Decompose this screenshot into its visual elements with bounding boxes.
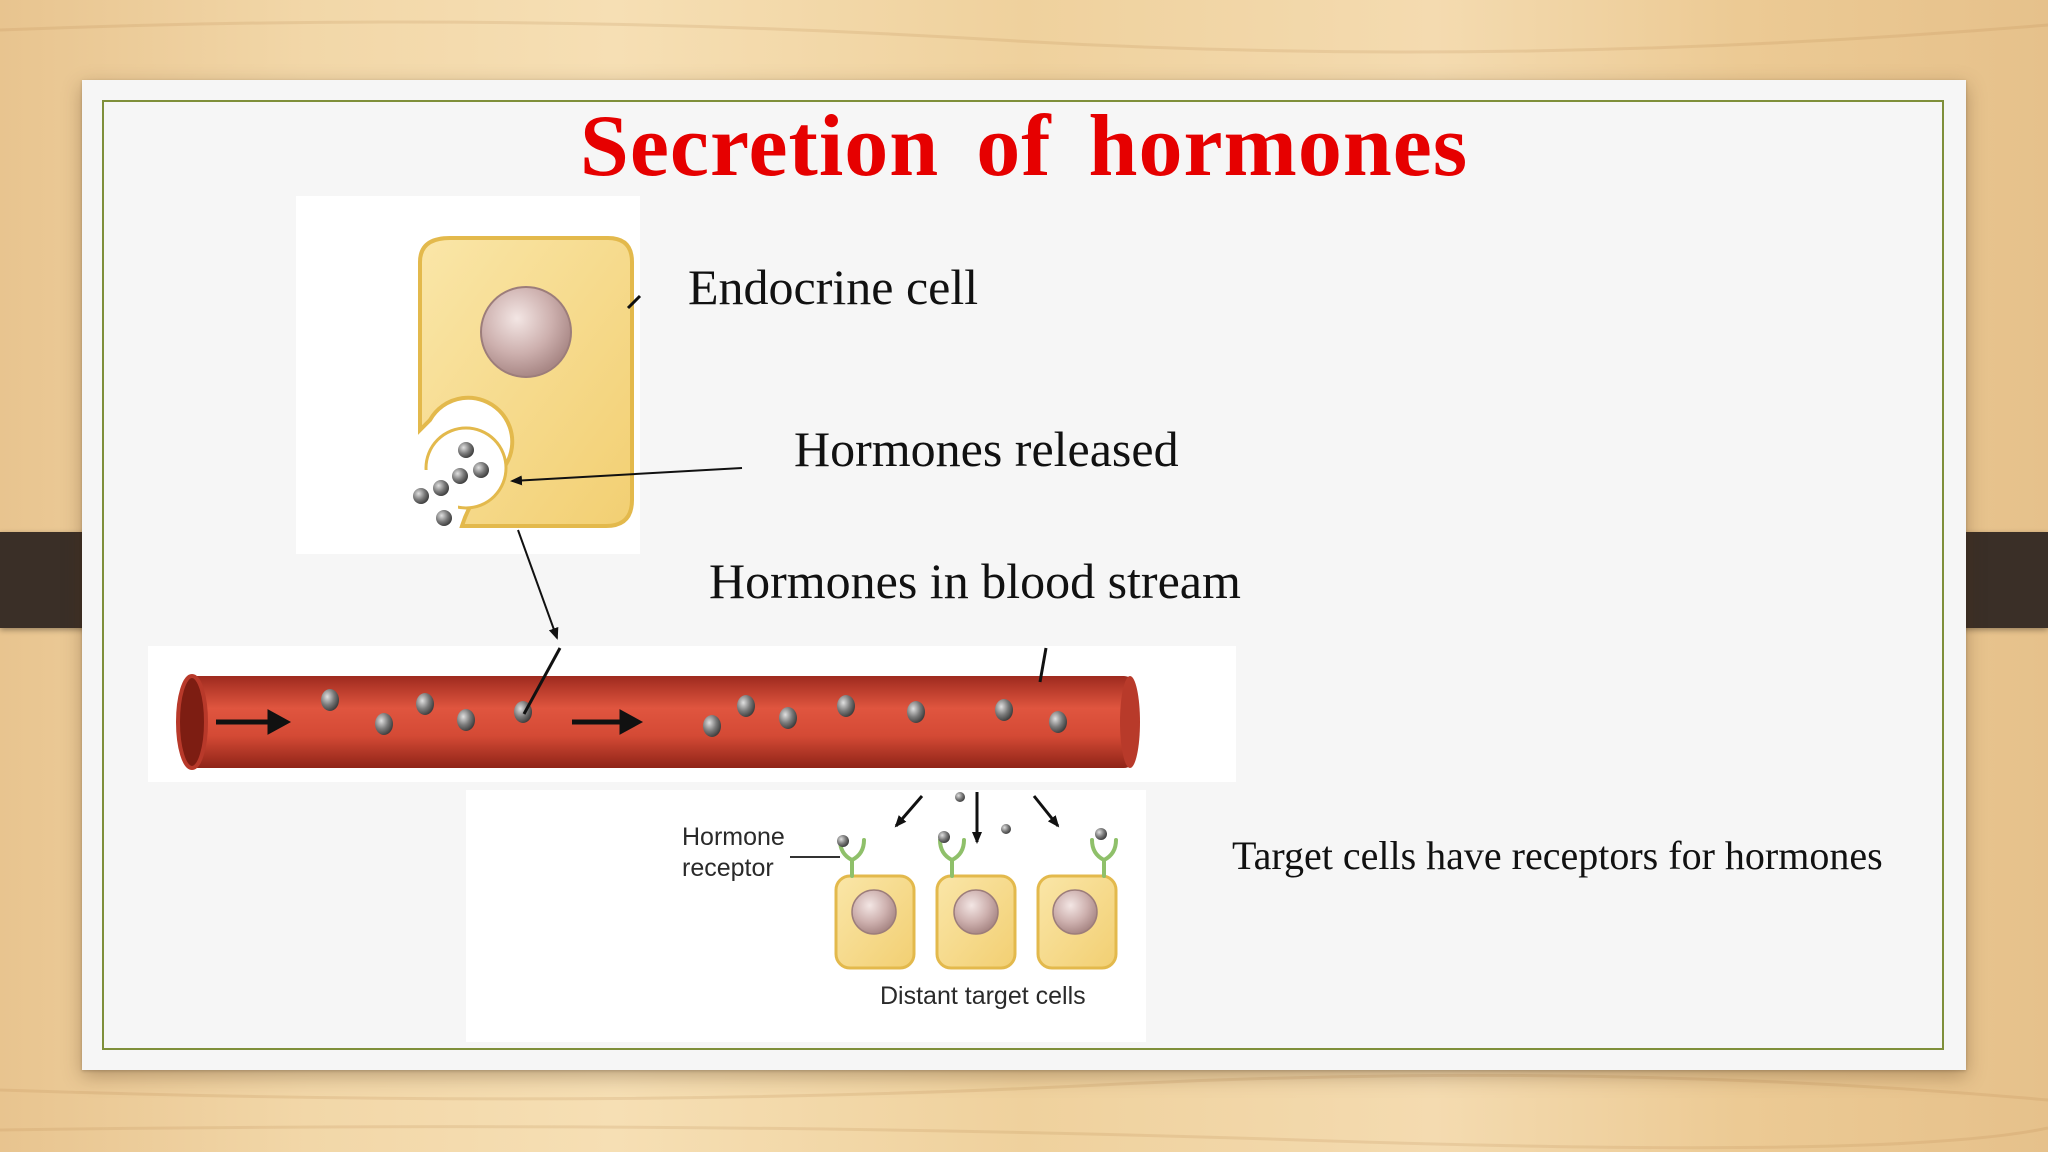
target-cells-image — [466, 790, 1146, 1042]
endocrine-cell-label: Endocrine cell — [688, 259, 979, 315]
slide-frame — [102, 100, 1944, 1050]
endocrine-leader-tick — [626, 294, 642, 310]
target-cell-3 — [1036, 874, 1118, 970]
hormone-receptor-label: Hormone receptor — [682, 822, 785, 884]
distant-target-cells-label: Distant target cells — [880, 982, 1086, 1010]
hormones-released-label: Hormones released — [794, 421, 1179, 477]
target-cell-1 — [834, 874, 916, 970]
blood-leader-line-left — [522, 647, 562, 715]
hormone-receptor-label-line1: Hormone — [682, 823, 785, 851]
blood-vessel — [176, 674, 1140, 770]
released-hormone-granules — [413, 442, 489, 526]
target-cells-caption: Target cells have receptors for hormones — [1232, 833, 1883, 878]
hormone-receptors — [838, 838, 1118, 878]
bound-hormones — [837, 828, 1107, 847]
hormone-receptor-label-line2: receptor — [682, 854, 774, 882]
target-cell-2 — [935, 874, 1017, 970]
blood-flow-arrows — [216, 709, 644, 735]
blood-leader-line-right — [1038, 647, 1048, 683]
target-arrows — [894, 792, 1060, 844]
endocrine-cell — [418, 236, 634, 528]
endocrine-nucleus — [480, 286, 572, 378]
slide-title: Secretion of hormones — [579, 98, 1469, 195]
cell-to-vessel-arrow — [517, 529, 559, 640]
hormones-in-blood-label: Hormones in blood stream — [709, 553, 1241, 609]
blood-hormone-granules — [321, 689, 1067, 737]
hormones-released-arrow — [510, 467, 743, 486]
